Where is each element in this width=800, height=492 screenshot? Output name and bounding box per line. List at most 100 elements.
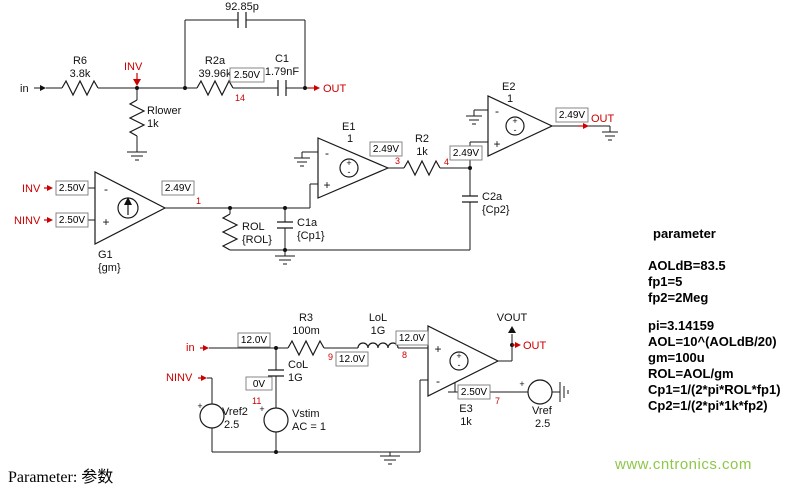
net-pin-out-top: OUT xyxy=(308,83,347,95)
vstim-value: AC = 1 xyxy=(292,421,326,433)
r2-value: 1k xyxy=(416,146,428,158)
resistor-rol: ROL {ROL} xyxy=(221,213,272,251)
r2-label: R2 xyxy=(415,133,429,145)
capacitor-c1a: C1a {Cp1} xyxy=(277,217,325,242)
voltage-probe-node1: 2.49V xyxy=(161,180,195,196)
voltage-probe-node4: 2.49V xyxy=(449,145,483,161)
probe-value: 12.0V xyxy=(241,335,267,346)
col-label: CoL xyxy=(288,359,308,371)
wire-segments xyxy=(46,19,610,453)
vcvs-e1: - + + - E1 1 xyxy=(317,121,390,199)
parameter-line: AOLdB=83.5 xyxy=(648,258,726,273)
probe-value: 2.50V xyxy=(59,183,85,194)
ground-rlower xyxy=(127,151,147,161)
probe-value: 2.49V xyxy=(559,110,585,121)
probe-value: 2.49V xyxy=(165,183,191,194)
pin-arrow xyxy=(201,375,207,381)
node-numbers: 14 1 3 4 9 8 11 7 xyxy=(196,93,500,406)
e3-plus-sign: + xyxy=(434,342,441,356)
capacitor-col: CoL 1G xyxy=(268,359,308,384)
net-pin-in-top: in xyxy=(20,83,46,95)
e3-minus-sign: - xyxy=(436,374,440,388)
capacitor-c1: C1 1.79nF xyxy=(265,53,299,96)
vccs-g1: - + G1 {gm} xyxy=(94,171,167,274)
pin-arrow xyxy=(133,79,141,86)
voltage-probe-ninv: 2.50V xyxy=(55,212,89,228)
c1a-value: {Cp1} xyxy=(297,230,325,242)
net-label: OUT xyxy=(323,83,347,95)
net-pin-out-mid: OUT xyxy=(578,113,615,129)
rol-label: ROL xyxy=(242,221,265,233)
probe-value: 2.49V xyxy=(373,144,399,155)
resistor-r6: R6 3.8k xyxy=(61,55,99,97)
c2a-label: C2a xyxy=(482,191,503,203)
e1-circle-plus: + xyxy=(346,158,351,168)
ground-e2-minus xyxy=(466,110,482,125)
net-pin-vout: VOUT xyxy=(497,312,528,333)
net-pin-inv-top: INV xyxy=(124,61,143,86)
net-label: OUT xyxy=(591,113,615,125)
source-vref2: + Vref2 2.5 xyxy=(197,401,248,431)
lol-value: 1G xyxy=(371,325,386,337)
resistor-rlower: Rlower 1k xyxy=(128,99,182,137)
pin-arrow xyxy=(47,217,53,223)
net-label: VOUT xyxy=(497,312,528,324)
e2-circle-minus: - xyxy=(514,125,517,135)
parameter-line: AOL=10^(AOLdB/20) xyxy=(648,334,777,349)
r2a-label: R2a xyxy=(205,55,226,67)
r6-label: R6 xyxy=(73,55,87,67)
node-number-14: 14 xyxy=(235,93,245,103)
ground-e1-minus xyxy=(294,152,310,167)
vstim-plus-sign: + xyxy=(259,404,264,414)
g1-value: {gm} xyxy=(98,262,121,274)
net-label: in xyxy=(186,342,195,354)
rol-value: {ROL} xyxy=(242,234,272,246)
rlower-label: Rlower xyxy=(147,105,182,117)
vref2-plus-sign: + xyxy=(197,401,202,411)
source-vref: + Vref 2.5 xyxy=(519,379,552,430)
ground-e2-output xyxy=(602,126,618,141)
voltage-probe-node8: 12.0V xyxy=(395,330,429,346)
figure-caption: Parameter: 参数 xyxy=(8,469,114,486)
pin-arrow xyxy=(40,85,46,91)
voltage-probe-node7: 2.50V xyxy=(457,384,491,400)
node-number-7: 7 xyxy=(495,396,500,406)
vcvs-e3: + - + - E3 1k xyxy=(427,325,500,428)
resistor-r2: R2 1k xyxy=(403,133,441,177)
capacitor-feedback: 92.85p xyxy=(225,1,259,28)
e3-circle-minus: - xyxy=(458,360,461,370)
rlower-value: 1k xyxy=(147,118,159,130)
e2-minus-sign: - xyxy=(495,104,499,118)
e1-label: E1 xyxy=(342,121,355,133)
c1a-label: C1a xyxy=(297,217,318,229)
parameter-group-gap xyxy=(648,306,798,318)
parameter-line: gm=100u xyxy=(648,350,705,365)
r2a-value: 39.96k xyxy=(198,68,232,80)
lol-label: LoL xyxy=(369,312,387,324)
net-pin-in-bottom: in xyxy=(186,342,209,354)
ground-mid-rail xyxy=(275,250,295,265)
e3-value: 1k xyxy=(460,416,472,428)
r3-label: R3 xyxy=(299,312,313,324)
probe-value: 2.49V xyxy=(453,148,479,159)
resistor-r2a: R2a 39.96k xyxy=(196,55,234,97)
e1-plus-sign: + xyxy=(323,178,330,192)
net-label: in xyxy=(20,83,29,95)
parameter-line: fp1=5 xyxy=(648,274,683,289)
node-number-9: 9 xyxy=(328,352,333,362)
g1-label: G1 xyxy=(98,249,113,261)
voltage-probe-e2-out: 2.49V xyxy=(555,107,589,123)
ground-vref xyxy=(559,382,569,402)
probe-value: 2.50V xyxy=(59,215,85,226)
vref-value: 2.5 xyxy=(535,418,550,430)
resistor-r3: R3 100m xyxy=(287,312,325,357)
node-number-1: 1 xyxy=(196,196,201,206)
probe-value: 2.50V xyxy=(461,387,487,398)
parameter-line: pi=3.14159 xyxy=(648,318,715,333)
pin-arrow xyxy=(314,85,320,91)
e3-circle-plus: + xyxy=(456,351,461,361)
g1-plus-sign: + xyxy=(102,215,109,229)
cfb-value: 92.85p xyxy=(225,1,259,13)
net-label: INV xyxy=(22,183,41,195)
